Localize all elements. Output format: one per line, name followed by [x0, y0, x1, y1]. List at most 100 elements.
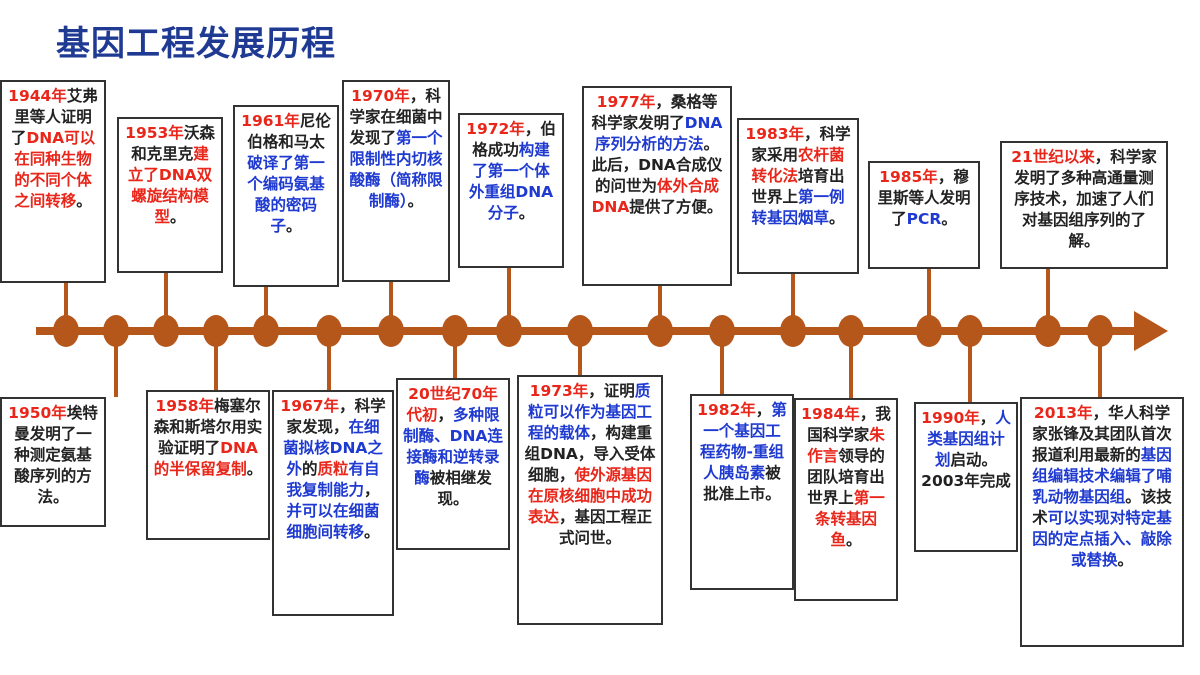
event-text-segment: 1958年	[155, 397, 215, 415]
event-text-segment: 。该技术	[1032, 488, 1172, 527]
event-text-segment: ，桑格等科学家发明了	[591, 93, 718, 132]
event-box-e1985: 1985年，穆里斯等人发明了PCR。	[868, 161, 980, 269]
event-text-segment: 1972年	[466, 120, 525, 138]
event-text-segment: 朱作言	[807, 426, 885, 465]
timeline-dot-e1973	[567, 315, 593, 347]
event-text-segment: 构建了第一个体外重组DNA分子	[468, 141, 554, 222]
event-text-segment: ，穆里斯等人发明了	[877, 168, 971, 228]
event-box-e1990: 1990年，人类基因组计划启动。2003年完成	[914, 402, 1018, 552]
event-text-segment: ，科学家在细菌中发现了	[349, 87, 443, 147]
event-text-segment: 人类基因组计划	[927, 409, 1011, 469]
event-text-segment: ，构建重组DNA，导入受体细胞，	[524, 424, 656, 484]
timeline-dot-e1984	[838, 315, 864, 347]
timeline-dot-e1985	[916, 315, 942, 347]
event-text-segment: 第一例转基因烟草	[751, 188, 845, 227]
event-text-segment: 。此后，DNA合成仪的问世为	[591, 135, 723, 195]
event-text-segment: 破译了第一个编码氨基酸的密码子	[247, 154, 325, 235]
event-text-segment: DNA的半保留复制	[153, 439, 258, 478]
event-text-segment: ，科学家发明了多种高通量测序技术，加速了人们对基因组序列的了解。	[1014, 148, 1157, 250]
event-text-segment: 领导的团队培育出世界上	[807, 447, 885, 507]
event-box-e1958: 1958年梅塞尔森和斯塔尔用实验证明了DNA的半保留复制。	[146, 390, 270, 540]
event-text-segment: 1953年	[125, 124, 184, 142]
event-box-e1973: 1973年，证明质粒可以作为基因工程的载体，构建重组DNA，导入受体细胞，使外源…	[517, 375, 663, 625]
event-box-e1977: 1977年，桑格等科学家发明了DNA序列分析的方法。此后，DNA合成仪的问世为体…	[582, 86, 732, 286]
event-text-segment: 使外源基因在原核细胞中成功表达	[527, 466, 653, 526]
event-box-e1970: 1970年，科学家在细菌中发现了第一个限制性内切核酸酶（简称限制酶）。	[342, 80, 450, 282]
event-text-segment: 被批准上市。	[703, 464, 781, 503]
event-text-segment: ，我国科学家	[807, 405, 891, 444]
event-text-segment: 。	[518, 204, 535, 222]
event-text-segment: 梅塞尔森和斯塔尔用实验证明了	[153, 397, 263, 457]
event-box-e21c: 21世纪以来，科学家发明了多种高通量测序技术，加速了人们对基因组序列的了解。	[1000, 141, 1168, 269]
event-text-segment: 1983年	[745, 125, 805, 143]
event-text-segment: 1990年	[921, 409, 980, 427]
event-text-segment: ，	[437, 406, 453, 424]
event-text-segment: ，	[364, 481, 380, 499]
timeline-dot-e1990	[957, 315, 983, 347]
event-text-segment: 艾弗里等人证明了	[10, 87, 98, 147]
event-text-segment: ，	[979, 409, 996, 427]
timeline-dot-e2013	[1087, 315, 1113, 347]
event-text-segment: 第一个限制性内切核酸酶（简称限制酶）	[349, 129, 443, 210]
timeline-dot-e1983	[780, 315, 806, 347]
event-text-segment: 农杆菌转化法	[751, 146, 845, 185]
event-text-segment: 并可以在细菌细胞间转移	[286, 502, 380, 541]
event-box-e1984: 1984年，我国科学家朱作言领导的团队培育出世界上第一条转基因鱼。	[794, 398, 898, 601]
event-text-segment: 第一个基因工程药物-重组人胰岛素	[700, 401, 787, 482]
timeline-dot-e1958	[203, 315, 229, 347]
event-text-segment: 2013年	[1033, 404, 1093, 422]
event-text-segment: 1961年	[241, 112, 300, 130]
event-text-segment: 沃森和克里克	[131, 124, 215, 163]
event-box-e1950: 1950年埃特曼发明了一种测定氨基酸序列的方法。	[0, 397, 106, 527]
event-text-segment: 第一条转基因鱼	[814, 489, 885, 549]
event-text-segment: 。	[941, 210, 957, 228]
event-text-segment: 提供了方便。	[629, 198, 723, 216]
event-text-segment: 体外合成DNA	[591, 177, 720, 216]
timeline-dot-e1970s	[442, 315, 468, 347]
event-text-segment: 被相继发现。	[429, 469, 492, 508]
event-text-segment: 多种限制酶、DNA连接酶和逆转录酶	[403, 406, 503, 487]
event-text-segment: 尼伦伯格和马太	[247, 112, 331, 151]
timeline-dot-e21c	[1035, 315, 1061, 347]
event-text-segment: 有自我复制能力	[286, 460, 380, 499]
event-text-segment: 1967年	[280, 397, 340, 415]
event-box-e1982: 1982年，第一个基因工程药物-重组人胰岛素被批准上市。	[690, 394, 794, 590]
event-box-e1983: 1983年，科学家采用农杆菌转化法培育出世界上第一例转基因烟草。	[737, 118, 859, 274]
event-box-e1953: 1953年沃森和克里克建立了DNA双螺旋结构模型。	[117, 117, 223, 273]
event-text-segment: 1984年	[801, 405, 860, 423]
event-box-e1961: 1961年尼伦伯格和马太破译了第一个编码氨基酸的密码子。	[233, 105, 339, 287]
event-text-segment: 。	[407, 192, 424, 210]
timeline-arrowhead	[1134, 311, 1168, 351]
event-text-segment: 。	[76, 192, 92, 210]
event-text-segment: 基因组编辑技术编辑了哺乳动物基因组	[1032, 446, 1172, 506]
event-text-segment: 质粒	[317, 460, 349, 478]
event-text-segment: DNA可以在同种生物的不同个体之间转移	[14, 129, 96, 210]
event-box-e1967: 1967年，科学家发现，在细菌拟核DNA之外的质粒有自我复制能力，并可以在细菌细…	[272, 390, 394, 616]
event-box-e1970s: 20世纪70年代初，多种限制酶、DNA连接酶和逆转录酶被相继发现。	[396, 378, 510, 550]
event-text-segment: 1944年	[8, 87, 67, 105]
timeline-dot-e1982	[709, 315, 735, 347]
event-text-segment: 质粒可以作为基因工程的载体	[527, 382, 652, 442]
event-text-segment: 20世纪70年代初	[406, 385, 498, 424]
event-text-segment: ，伯格成功	[472, 120, 556, 159]
event-text-segment: 1982年	[697, 401, 756, 419]
event-text-segment: 培育出世界上	[751, 167, 845, 206]
event-text-segment: 建立了DNA双螺旋结构模型	[127, 145, 213, 226]
timeline-dot-e1977	[647, 315, 673, 347]
event-text-segment: 1970年	[351, 87, 410, 105]
event-text-segment: 启动。2003年完成	[921, 451, 1011, 490]
event-text-segment: 。	[1117, 551, 1134, 569]
timeline-dot-e1970	[378, 315, 404, 347]
event-text-segment: 。	[829, 209, 845, 227]
event-text-segment: ，证明	[588, 382, 635, 400]
timeline-dot-e1944	[53, 315, 79, 347]
timeline-dot-e1972	[496, 315, 522, 347]
event-box-e1972: 1972年，伯格成功构建了第一个体外重组DNA分子。	[458, 113, 564, 268]
event-text-segment: 1977年	[596, 93, 656, 111]
event-text-segment: ，华人科学家张锋及其团队首次报道利用最新的	[1032, 404, 1172, 464]
event-text-segment: DNA序列分析的方法	[594, 114, 723, 153]
event-text-segment: 埃特曼发明了一种测定氨基酸序列的方法。	[14, 404, 98, 506]
event-text-segment: 。	[286, 217, 302, 235]
timeline-dot-e1961	[253, 315, 279, 347]
